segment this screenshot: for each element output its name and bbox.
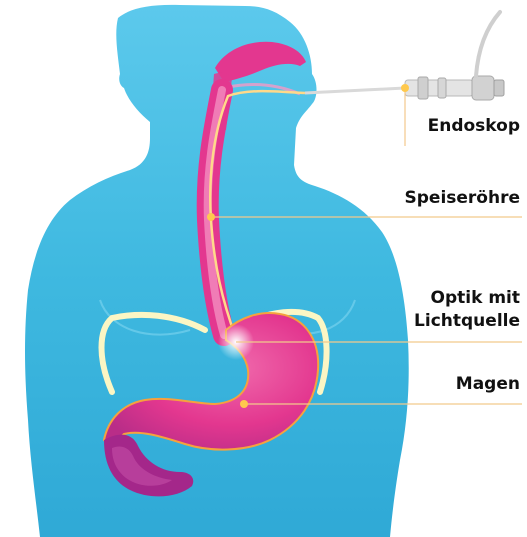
label-speiseroehre: Speiseröhre: [405, 188, 521, 208]
pointer-endoscope-dot: [401, 84, 409, 92]
label-optik-line2: Lichtquelle: [414, 311, 520, 331]
label-endoskop: Endoskop: [428, 116, 520, 136]
label-optik-line1: Optik mit: [431, 288, 520, 308]
pointer-esophagus-dot: [207, 213, 215, 221]
label-magen: Magen: [456, 374, 520, 394]
pointer-stomach-dot: [240, 400, 248, 408]
